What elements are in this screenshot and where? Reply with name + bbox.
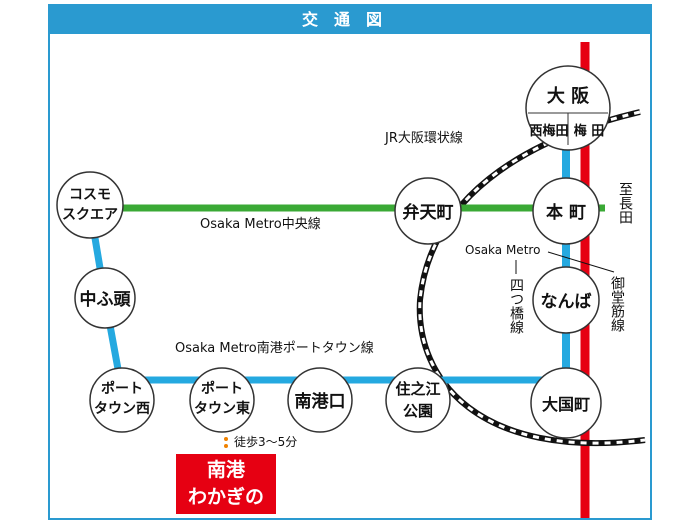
station-suminoe-line1: 住之江	[395, 380, 440, 398]
jr-loop-label: JR大阪環状線	[384, 130, 463, 146]
midosuji-name-label: 御堂筋線	[609, 276, 625, 332]
station-cosmo-square[interactable]: コスモ スクエア	[56, 171, 124, 239]
destination-line2: わかぎの	[187, 486, 264, 508]
station-cosmo-line1: コスモ	[69, 187, 111, 203]
destination-badge: 南港 わかぎの	[176, 454, 276, 514]
chuo-line-label: Osaka Metro中央線	[200, 216, 321, 232]
station-honmachi-label: 本 町	[546, 202, 586, 223]
jr-loop-line-dash	[418, 110, 646, 445]
station-bentencho-label: 弁天町	[403, 202, 454, 223]
yotsubashi-name-label: 四つ橋線	[508, 278, 524, 334]
station-suminoe-line2: 公園	[403, 402, 433, 420]
station-suminoe-koen[interactable]: 住之江 公園	[385, 367, 451, 433]
walk-dot-1	[224, 437, 228, 441]
station-nakafuto-label: 中ふ頭	[80, 289, 132, 310]
yotsubashi-prefix-label: Osaka Metro	[465, 243, 540, 257]
walk-time-label: 徒歩3〜5分	[234, 434, 297, 449]
nanko-line-label: Osaka Metro南港ポートタウン線	[175, 340, 374, 356]
station-honmachi[interactable]: 本 町	[532, 177, 600, 245]
station-daikokucho-label: 大国町	[542, 395, 590, 414]
station-bentencho[interactable]: 弁天町	[394, 177, 462, 245]
station-nakafuto[interactable]: 中ふ頭	[74, 267, 136, 329]
station-porttown-w-line2: タウン西	[94, 401, 150, 417]
station-porttown-west[interactable]: ポート タウン西	[89, 367, 155, 433]
station-daikokucho[interactable]: 大国町	[530, 367, 602, 439]
station-umeda-label: 梅 田	[574, 123, 605, 139]
station-porttown-e-line2: タウン東	[194, 400, 250, 417]
station-nankoguchi-label: 南港口	[295, 391, 346, 412]
station-nankoguchi[interactable]: 南港口	[287, 367, 353, 433]
map-title: 交通図	[50, 6, 650, 34]
walk-dot-2	[224, 444, 228, 448]
destination-line1: 南港	[206, 459, 245, 481]
station-osaka-label: 大 阪	[547, 85, 590, 107]
station-porttown-w-line1: ポート	[101, 380, 143, 397]
station-cosmo-line2: スクエア	[62, 207, 118, 223]
station-osaka[interactable]: 大 阪 西梅田 梅 田	[525, 65, 611, 151]
station-namba-label: なんば	[541, 292, 592, 312]
station-namba[interactable]: なんば	[532, 266, 600, 334]
to-nagata-label: 至長田	[617, 182, 633, 224]
station-porttown-e-line1: ポート	[201, 380, 243, 397]
station-porttown-east[interactable]: ポート タウン東	[189, 367, 255, 433]
midosuji-leader	[547, 251, 615, 273]
station-nishi-umeda-label: 西梅田	[529, 123, 568, 139]
